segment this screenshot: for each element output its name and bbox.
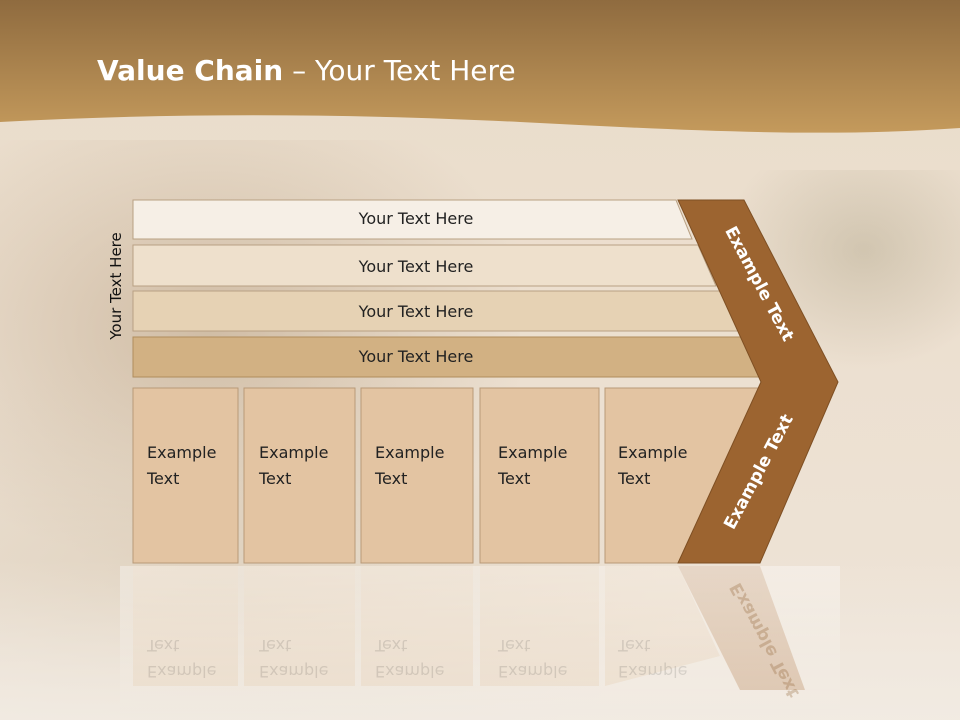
column-label-line2: Text [147, 469, 180, 488]
column-label-line1: Example [498, 443, 568, 462]
column-label-line2: Text [498, 469, 531, 488]
column-box-2 [243, 387, 356, 564]
row-label-3: Your Text Here [358, 302, 474, 321]
title-bold: Value Chain [97, 54, 284, 87]
column-label-line2: Text [259, 469, 292, 488]
column-label-line1: Example [375, 443, 445, 462]
title-rest: – Your Text Here [283, 54, 516, 87]
row-label-4: Your Text Here [358, 347, 474, 366]
row-bar-2 [132, 244, 717, 287]
header-banner [0, 0, 960, 133]
column-box-1 [132, 387, 239, 564]
row-bar-1 [132, 199, 693, 240]
row-label-2: Your Text Here [358, 257, 474, 276]
slide-title: Value Chain – Your Text Here [97, 54, 516, 87]
margin-arrow [677, 199, 839, 564]
column-label-line1: Example [618, 443, 688, 462]
column-box-4 [479, 387, 600, 564]
column-box-3 [360, 387, 474, 564]
column-label-line1: Example [259, 443, 329, 462]
row-label-1: Your Text Here [358, 209, 474, 228]
column-label-line1: Example [147, 443, 217, 462]
column-label-line2: Text [375, 469, 408, 488]
column-label-line2: Text [618, 469, 651, 488]
